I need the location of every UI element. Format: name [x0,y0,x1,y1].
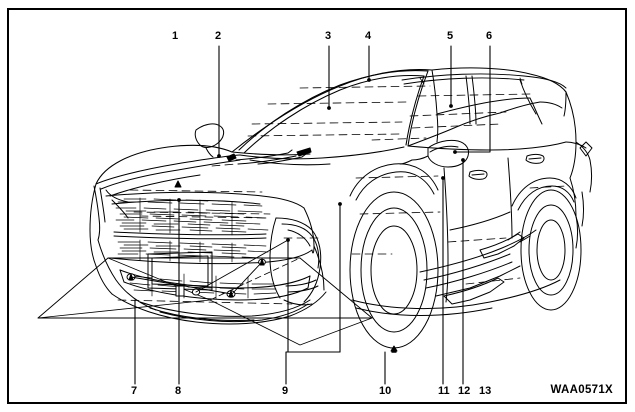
sensor-leader-stubs [130,239,289,295]
leader-lines-bottom [134,158,465,385]
hood-reference-dot [174,180,182,188]
leader-lines-top [217,45,491,158]
leader-line-6 [454,45,491,153]
windshield-accents [117,85,567,305]
vehicle-side-panels [349,91,582,353]
leader-line-9-bracket [285,351,341,385]
vehicle-body-outline [95,67,567,185]
figure-code: WAA0571X [550,384,613,396]
front-bumper [97,239,327,325]
callout-label-1[interactable]: 1 [172,30,179,42]
vehicle-rear-section [565,141,593,249]
callout-label-10[interactable]: 10 [379,385,392,397]
callout-label-7[interactable]: 7 [131,385,138,397]
callout-label-2[interactable]: 2 [215,30,222,42]
callout-label-8[interactable]: 8 [175,385,182,397]
figure-border [7,8,627,404]
vehicle-greenhouse [401,69,567,147]
callout-label-11[interactable]: 11 [438,385,450,397]
callout-label-4[interactable]: 4 [365,30,372,42]
front-grille-mesh [115,197,269,263]
callout-label-5[interactable]: 5 [447,30,454,42]
callout-label-3[interactable]: 3 [325,30,332,42]
front-corner-lamp-area [258,217,322,306]
windshield-camera-area [194,123,225,158]
callout-label-12[interactable]: 12 [458,385,471,397]
vehicle-doors [399,139,545,303]
callout-label-6[interactable]: 6 [486,30,493,42]
callout-label-13[interactable]: 13 [479,385,492,397]
callout-label-9[interactable]: 9 [282,385,289,397]
